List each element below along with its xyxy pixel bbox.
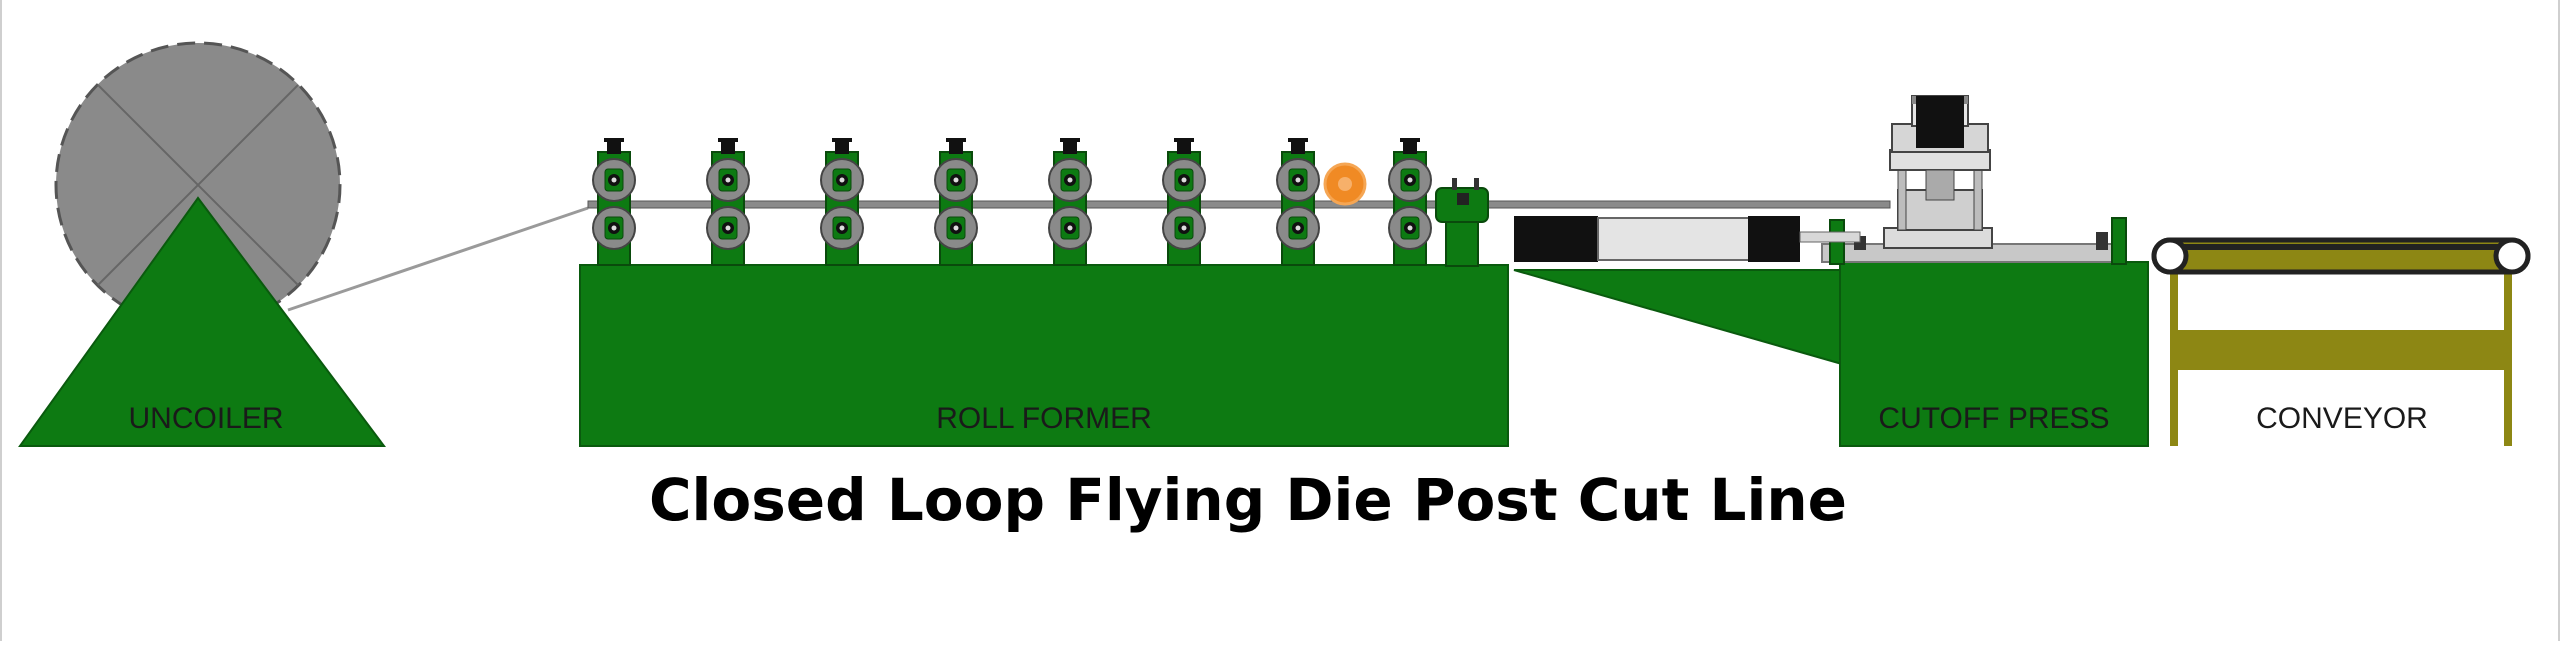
die-post <box>1973 167 1983 231</box>
stand-adjuster-cap <box>604 138 624 142</box>
roll-axle-icon <box>1181 225 1187 231</box>
straightener <box>1435 178 1489 267</box>
roll-axle-icon <box>725 225 731 231</box>
roll-axle-icon <box>1407 225 1413 231</box>
conveyor-label: CONVEYOR <box>2256 402 2428 435</box>
encoder-hub-icon <box>1338 177 1352 191</box>
roll-stand <box>820 138 864 266</box>
stand-adjuster <box>949 140 963 154</box>
press-base <box>1839 261 2149 447</box>
roll-stand <box>1276 138 1320 266</box>
conveyor-pulley <box>2493 237 2531 275</box>
roll-former-label: ROLL FORMER <box>936 402 1152 435</box>
straightener-post <box>1445 217 1479 267</box>
straightener-screw <box>1474 178 1479 190</box>
roll-axle-icon <box>1067 225 1073 231</box>
stand-adjuster <box>835 140 849 154</box>
roll-axle-icon <box>953 225 959 231</box>
press-support-wedge <box>1513 269 1843 366</box>
stand-adjuster <box>721 140 735 154</box>
conveyor-crossbar <box>2170 330 2512 370</box>
roll-former-base <box>579 264 1509 447</box>
conveyor <box>2151 237 2531 446</box>
stand-adjuster-cap <box>1060 138 1080 142</box>
roll-stand <box>592 138 636 266</box>
roll-axle-icon <box>611 225 617 231</box>
stand-adjuster-cap <box>718 138 738 142</box>
stand-adjuster <box>1403 140 1417 154</box>
roll-axle-icon <box>839 177 845 183</box>
encoder <box>1323 162 1367 206</box>
cylinder-rod <box>1799 231 1861 243</box>
roll-stand <box>1162 138 1206 266</box>
die-set <box>1883 95 1993 249</box>
stand-adjuster-cap <box>946 138 966 142</box>
roll-axle-icon <box>1295 177 1301 183</box>
roll-axle-icon <box>839 225 845 231</box>
hydraulic-cylinder <box>1514 216 1861 262</box>
stand-adjuster-cap <box>1400 138 1420 142</box>
roll-axle-icon <box>1067 177 1073 183</box>
roll-axle-icon <box>1407 177 1413 183</box>
stand-adjuster-cap <box>1288 138 1308 142</box>
straightener-knob <box>1457 193 1469 205</box>
stand-adjuster <box>1063 140 1077 154</box>
stand-adjuster <box>607 140 621 154</box>
strip-feed <box>287 206 589 312</box>
press-actuator <box>1916 96 1964 148</box>
roll-former <box>579 138 1891 447</box>
roll-axle-icon <box>725 177 731 183</box>
stand-adjuster-cap <box>1174 138 1194 142</box>
conveyor-belt-top <box>2168 244 2514 250</box>
roll-stand <box>934 138 978 266</box>
rail-bolt <box>2096 232 2108 250</box>
stand-adjuster <box>1177 140 1191 154</box>
stand-adjuster-cap <box>832 138 852 142</box>
roll-stands <box>592 138 1432 266</box>
uncoiler-label: UNCOILER <box>128 402 283 435</box>
strip-line <box>587 200 1891 209</box>
coil-divider <box>97 84 299 286</box>
conveyor-pulley <box>2151 237 2189 275</box>
uncoiler: UNCOILER <box>18 41 386 447</box>
roll-axle-icon <box>611 177 617 183</box>
roll-stand <box>706 138 750 266</box>
diagram-title: Closed Loop Flying Die Post Cut Line <box>649 466 1847 534</box>
die-punch <box>1925 169 1955 201</box>
uncoiler-stand <box>18 196 386 447</box>
rail-stop <box>2111 217 2127 265</box>
roll-stand <box>1048 138 1092 266</box>
cylinder-body <box>1597 217 1751 261</box>
roll-axle-icon <box>1295 225 1301 231</box>
cutoff-press-label: CUTOFF PRESS <box>1878 402 2109 435</box>
cutoff-press <box>1513 95 2149 447</box>
stand-adjuster <box>1291 140 1305 154</box>
die-post <box>1897 167 1907 231</box>
cylinder-end-cap <box>1514 216 1598 262</box>
straightener-screw <box>1452 178 1457 190</box>
cylinder-collar <box>1748 216 1800 262</box>
roll-axle-icon <box>953 177 959 183</box>
roll-axle-icon <box>1181 177 1187 183</box>
roll-stand <box>1388 138 1432 266</box>
